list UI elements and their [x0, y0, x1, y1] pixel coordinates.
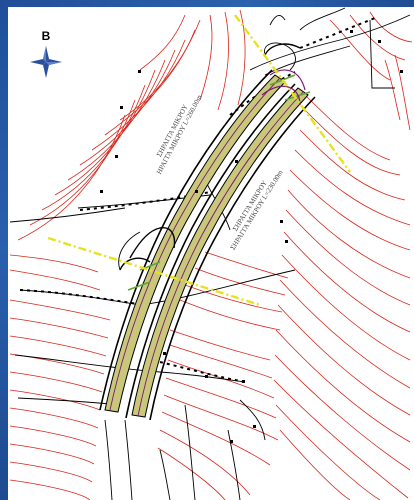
building-symbols	[100, 30, 403, 443]
section-lines	[47, 14, 351, 307]
tunnel-right	[131, 87, 309, 418]
compass-star-icon	[30, 46, 62, 78]
frame-border-left	[0, 0, 8, 500]
alignment-curve	[261, 69, 306, 106]
portal-lines	[119, 43, 301, 271]
north-letter: B	[41, 29, 51, 43]
tunnel-edges	[99, 69, 316, 421]
contour-lines	[9, 9, 413, 500]
frame-border-top	[0, 0, 414, 7]
